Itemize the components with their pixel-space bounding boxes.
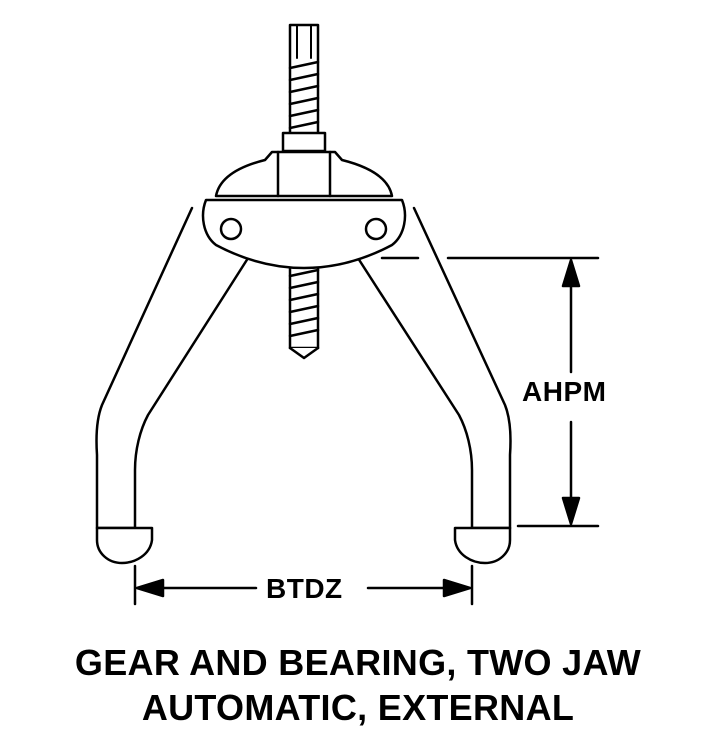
forcing-screw-lower [288, 260, 320, 360]
right-jaw [354, 206, 512, 530]
dimension-btdz [133, 564, 474, 606]
right-jaw-tip [453, 526, 512, 565]
yoke-plate [201, 198, 407, 270]
forcing-screw-upper [288, 23, 320, 137]
caption-line-1: GEAR AND BEARING, TWO JAW [74, 642, 642, 683]
dimension-label-btdz: BTDZ [266, 573, 343, 604]
crosshead-housing [214, 150, 394, 198]
dimension-ahpm [380, 256, 600, 528]
gear-puller-diagram [95, 23, 600, 606]
dimension-label-ahpm: AHPM [522, 376, 607, 407]
left-jaw [95, 206, 252, 530]
left-jaw-tip [95, 526, 154, 565]
caption-line-2: AUTOMATIC, EXTERNAL [141, 687, 575, 728]
right-pivot-pin [364, 217, 388, 241]
left-pivot-pin [219, 217, 243, 241]
screw-collar [281, 131, 327, 153]
